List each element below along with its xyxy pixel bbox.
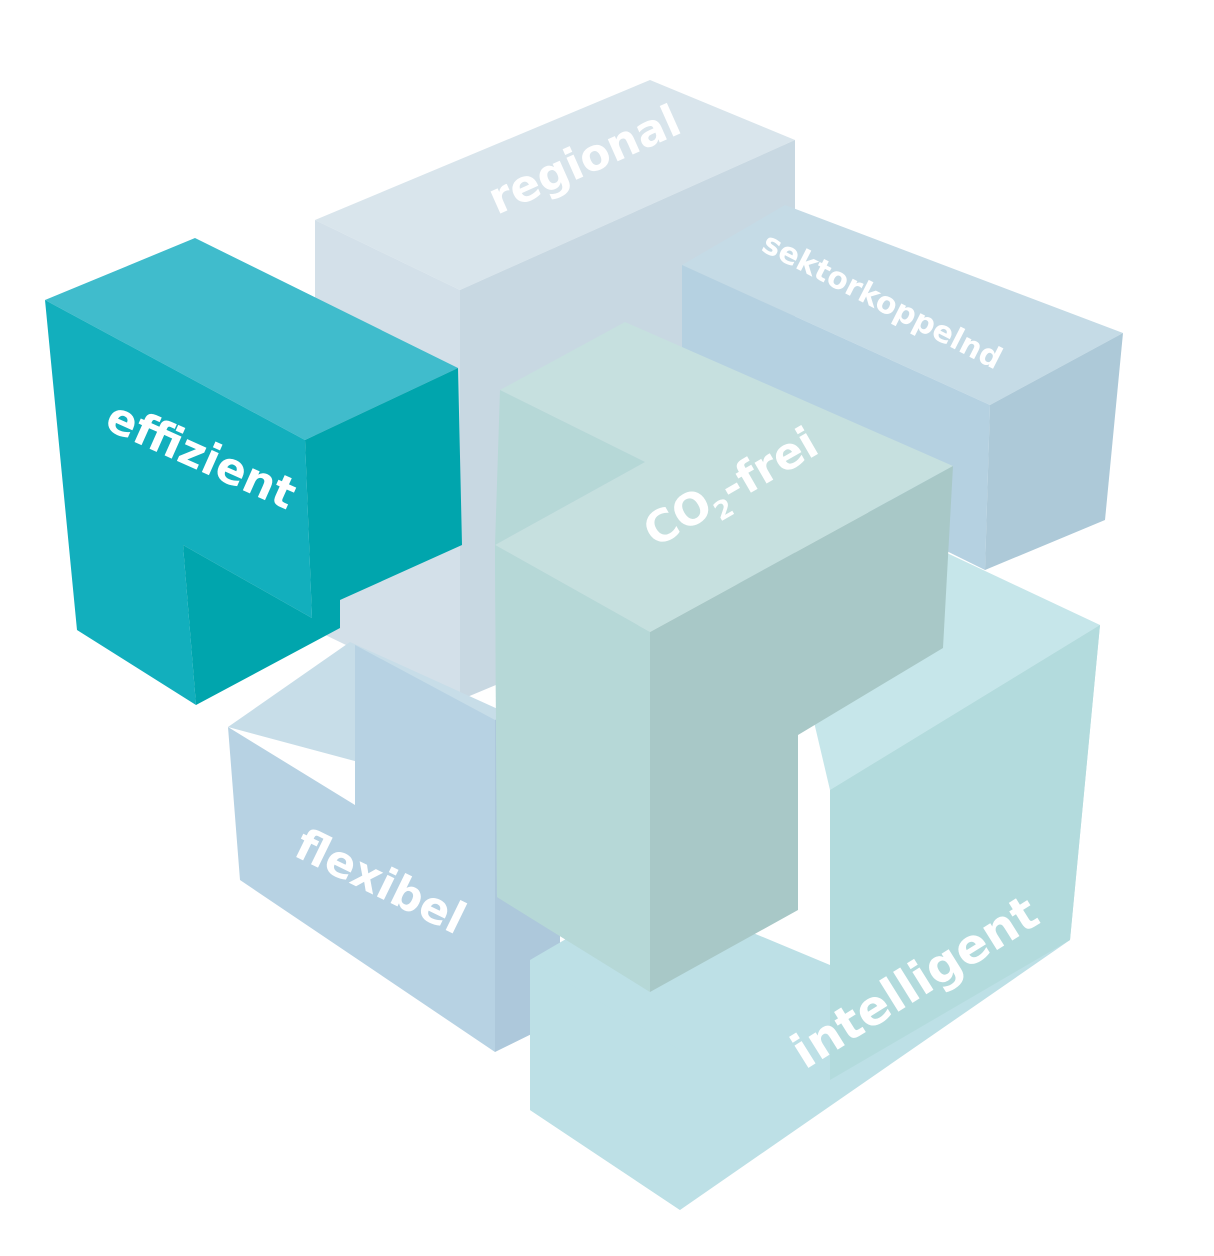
block-co2frei-front <box>495 545 650 992</box>
block-intelligent-front <box>530 960 680 1210</box>
block-regional-top <box>315 80 795 290</box>
block-co2frei-top <box>495 322 953 632</box>
block-effizient-top <box>45 238 458 440</box>
block-intelligent-right <box>830 625 1100 1080</box>
block-sektorkoppelnd-top <box>682 205 1123 405</box>
block-sektorkoppelnd-right <box>985 333 1123 570</box>
block-co2frei: CO2-frei <box>495 322 953 992</box>
block-effizient: effizient <box>45 238 462 705</box>
block-flexibel-left <box>228 645 495 1052</box>
block-effizient-left <box>45 300 312 705</box>
block-effizient-right <box>183 368 462 705</box>
block-co2frei-right <box>650 466 953 992</box>
